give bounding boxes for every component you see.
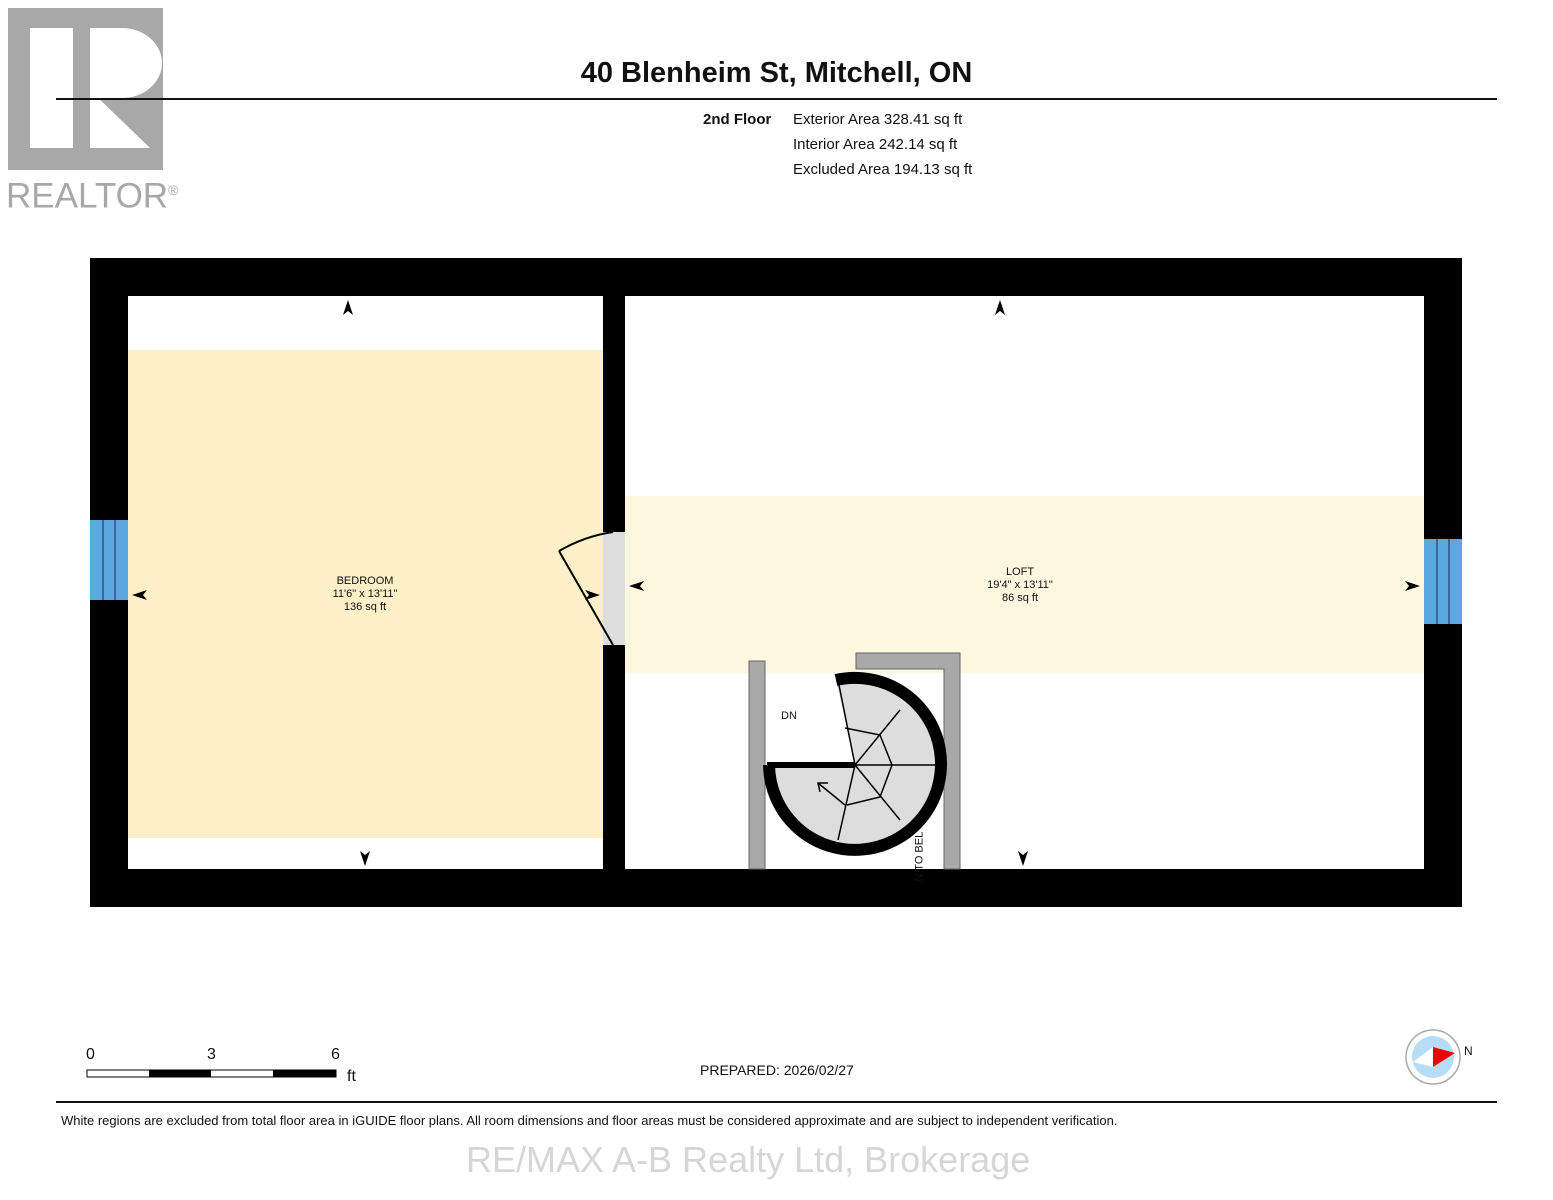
divider [56,1101,1497,1103]
registered-mark: ® [168,182,179,198]
interior-area: Interior Area 242.14 sq ft [793,136,958,153]
disclaimer: White regions are excluded from total fl… [61,1113,1118,1128]
scale-tick: 0 [86,1046,95,1063]
scale-tick: 3 [207,1046,216,1063]
dimension-arrows [132,300,1420,866]
compass-icon [1405,1029,1461,1085]
floor-label: 2nd Floor [703,111,772,128]
window-right [1424,539,1462,624]
stairs-side-label: N TO BEL [913,831,926,882]
page-title: 40 Blenheim St, Mitchell, ON [580,57,973,89]
scale-bar [86,1069,337,1078]
realtor-wordmark-text: REALTOR [6,176,169,216]
exterior-area: Exterior Area 328.41 sq ft [793,111,963,128]
room-dims: 19'4" x 13'11" [987,579,1053,591]
room-dims: 11'6" x 13'11" [332,588,398,600]
brokerage-watermark: RE/MAX A-B Realty Ltd, Brokerage [466,1139,1031,1180]
divider [56,98,1497,100]
scale-unit: ft [347,1068,356,1085]
excluded-area: Excluded Area 194.13 sq ft [793,161,973,178]
bedroom-fill [128,350,603,838]
realtor-wordmark: REALTOR® [6,170,178,217]
compass-north-label: N [1464,1044,1473,1058]
spiral-staircase [748,652,961,870]
room-name: BEDROOM [336,575,394,587]
door-opening [603,532,625,645]
door-swing [558,531,614,646]
room-name: LOFT [1005,566,1035,578]
scale-tick: 6 [331,1046,340,1063]
prepared-date: PREPARED: 2026/02/27 [700,1062,854,1078]
stairs-down-label: DN [781,710,797,722]
realtor-logo [8,8,163,170]
room-area: 86 sq ft [1001,592,1039,604]
window-left [90,520,128,600]
loft-fill [625,496,1424,673]
room-area: 136 sq ft [343,601,387,613]
